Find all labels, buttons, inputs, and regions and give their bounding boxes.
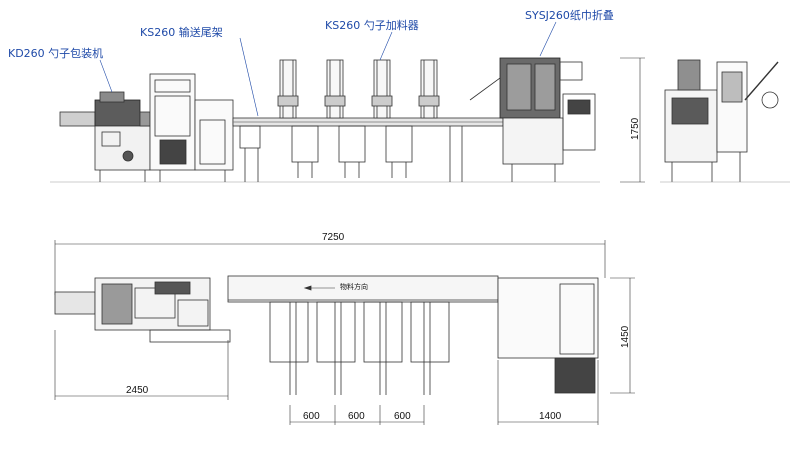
front-elevation [50,57,600,183]
height-dimension-label: 1750 [630,117,641,140]
callout-leaders [99,21,557,117]
side-elevation [660,59,790,183]
folder-label: SYSJ260纸巾折叠 [525,9,614,22]
total-length-label: 7250 [322,232,345,243]
bottom-dimensions [54,330,599,425]
wrapper-machine [59,73,234,182]
pitch-label-3: 600 [394,411,411,422]
material-direction-label: 物料方向 [340,284,368,291]
plan-feeders [269,301,450,395]
overall-length-dimension [54,240,606,295]
pitch-label-2: 600 [348,411,365,422]
width-dimension-label: 1450 [620,325,631,348]
pitch-label-1: 600 [303,411,320,422]
main-conveyor [232,117,504,182]
wrapper-length-label: 2450 [126,385,149,396]
spoon-feeders [277,59,440,178]
folder-length-label: 1400 [539,411,562,422]
width-dimension [610,277,635,394]
wrapper-label: KD260 勺子包装机 [8,47,104,60]
feeder-label: KS260 勺子加料器 [325,19,419,32]
height-dimension [620,57,645,183]
tail-conveyor-label: KS260 输送尾架 [140,26,223,39]
tissue-folder [469,57,596,182]
plan-view [54,240,635,425]
